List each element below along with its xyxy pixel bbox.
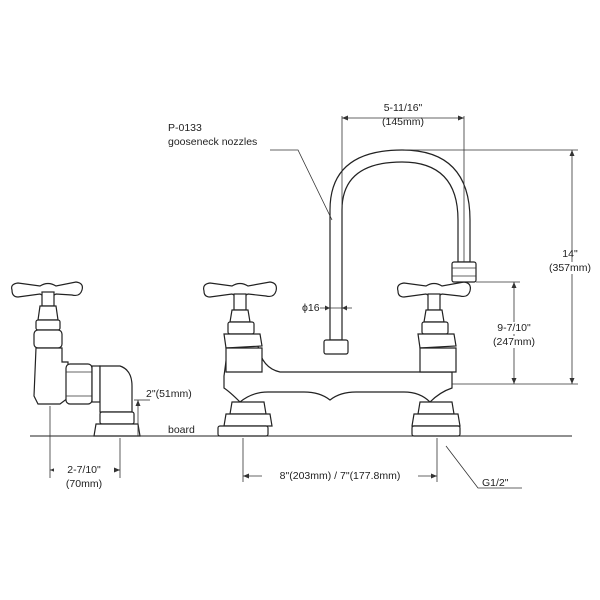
right-valve-cap bbox=[417, 333, 457, 349]
side-flange bbox=[99, 411, 135, 425]
side-valve-cap bbox=[33, 329, 63, 349]
right-bonnet-nut bbox=[421, 321, 449, 335]
right-leg-base bbox=[411, 425, 461, 437]
side-union-nut bbox=[65, 363, 93, 405]
thread-leader-line bbox=[445, 445, 522, 489]
height-in-label: 14" bbox=[562, 248, 578, 260]
side-elbow bbox=[99, 365, 133, 413]
diameter-label: ϕ16 bbox=[302, 302, 320, 314]
right-handle bbox=[397, 281, 471, 298]
spout-base-nut bbox=[323, 339, 349, 355]
part-number-label: P-0133 bbox=[168, 122, 202, 134]
right-leg-flange bbox=[411, 413, 461, 427]
side-view-faucet bbox=[11, 281, 150, 478]
side-union-ring bbox=[91, 365, 101, 403]
side-bonnet-nut bbox=[35, 319, 61, 331]
centers-label: 8"(203mm) / 7"(177.8mm) bbox=[262, 470, 418, 482]
gooseneck-nozzle bbox=[451, 261, 477, 283]
side-valve-body bbox=[33, 347, 69, 405]
gooseneck-spout bbox=[329, 149, 471, 341]
height-mm-label: (357mm) bbox=[540, 262, 600, 274]
front-view-faucet bbox=[203, 115, 578, 489]
left-leg-nut bbox=[229, 401, 267, 415]
outlet-height-mm-label: (247mm) bbox=[484, 336, 544, 348]
right-leg-nut bbox=[417, 401, 455, 415]
part-name-label: gooseneck nozzles bbox=[168, 136, 258, 148]
right-bonnet bbox=[423, 309, 445, 323]
thread-label: G1/2" bbox=[482, 477, 509, 489]
left-valve-cap bbox=[223, 333, 263, 349]
left-bonnet bbox=[229, 309, 251, 323]
side-handle-stem bbox=[41, 291, 55, 307]
left-valve-body bbox=[225, 347, 263, 373]
side-depth-mm-label: (70mm) bbox=[65, 478, 103, 490]
side-handle bbox=[11, 281, 83, 298]
left-bonnet-nut bbox=[227, 321, 255, 335]
left-leg-base bbox=[217, 425, 269, 437]
spout-reach-in-label: 5-11/16" bbox=[383, 102, 423, 114]
board-offset-label: 2"(51mm) bbox=[146, 388, 192, 400]
side-base bbox=[93, 423, 141, 437]
right-valve-body bbox=[419, 347, 457, 373]
right-handle-stem bbox=[427, 293, 441, 311]
board-label: board bbox=[168, 424, 195, 436]
side-bonnet bbox=[37, 305, 59, 321]
spout-reach-mm-label: (145mm) bbox=[381, 116, 424, 128]
left-leg-flange bbox=[223, 413, 273, 427]
left-handle bbox=[203, 281, 277, 298]
part-leader-line bbox=[270, 149, 333, 221]
outlet-height-in-label: 9-7/10" bbox=[484, 322, 544, 334]
side-depth-in-label: 2-7/10" bbox=[54, 464, 114, 476]
left-handle-stem bbox=[233, 293, 247, 311]
